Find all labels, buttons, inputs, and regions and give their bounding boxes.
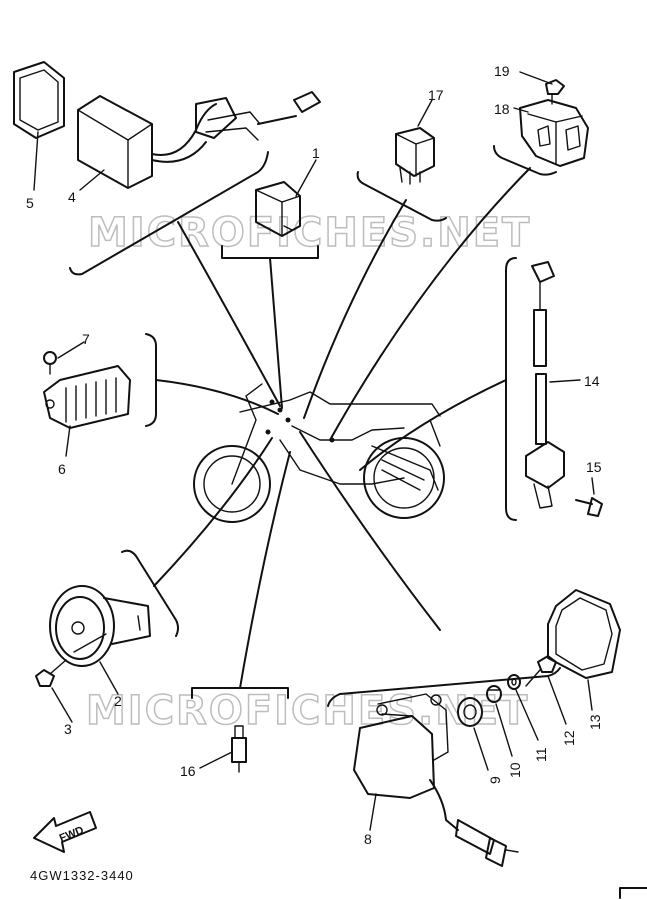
callout-10: 10: [507, 762, 523, 778]
callout-7: 7: [82, 331, 90, 347]
watermark-top: MICROFICHES.NET: [88, 210, 531, 256]
callout-11: 11: [533, 747, 549, 762]
callout-17: 17: [428, 87, 444, 103]
leader-lines: [153, 167, 531, 689]
callout-2: 2: [114, 693, 122, 709]
callout-18: 18: [494, 101, 510, 117]
part-18-starter-relay: [519, 99, 589, 167]
callout-numbers: 1 2 3 4 5 6 7 8 9 10 11 12 13 14 15 16 1…: [26, 63, 603, 847]
callout-leaders: [33, 71, 595, 831]
group-bracket-part-2: [121, 549, 179, 637]
callout-5: 5: [26, 195, 34, 211]
part-17-relay: [395, 127, 435, 185]
callout-1: 1: [312, 145, 320, 161]
callout-6: 6: [58, 461, 66, 477]
watermark-bottom: MICROFICHES.NET: [86, 688, 529, 734]
part-11-washer: [507, 674, 521, 690]
callout-8: 8: [364, 831, 372, 847]
motorcycle-outline: [193, 383, 445, 523]
callout-12: 12: [561, 730, 577, 746]
group-bracket-part-14: [505, 257, 517, 521]
part-1-relay: [255, 181, 301, 237]
part-8-starter-motor: [353, 693, 519, 867]
callout-19: 19: [494, 63, 510, 79]
part-2-horn: [49, 585, 151, 667]
part-15-screw: [575, 497, 603, 517]
callout-9: 9: [487, 776, 503, 784]
group-bracket-parts-8-13: [327, 667, 561, 707]
group-bracket-top-left: [69, 151, 269, 276]
callout-4: 4: [68, 189, 76, 205]
group-bracket-part-6: [145, 333, 157, 427]
part-6-rectifier: [43, 365, 131, 429]
callout-16: 16: [180, 763, 196, 779]
fwd-arrow: FWD: [33, 811, 97, 853]
part-14-switch: [525, 261, 565, 509]
callout-15: 15: [586, 459, 602, 475]
part-4-cdi-unit: [77, 91, 321, 189]
callout-3: 3: [64, 721, 72, 737]
group-bracket-part-18: [493, 145, 557, 176]
part-number: 4GW1332-3440: [30, 868, 134, 883]
part-16-sensor: [231, 725, 247, 773]
part-12-bolt: [525, 655, 557, 687]
part-9-cap: [457, 697, 483, 727]
part-13-cover: [547, 589, 621, 679]
corner-mark: [619, 887, 647, 899]
fwd-label: FWD: [58, 824, 86, 845]
part-3-bolt: [35, 659, 67, 687]
group-bracket-part-17: [356, 171, 447, 222]
callout-13: 13: [587, 714, 603, 730]
part-19-bolt: [545, 79, 565, 105]
part-7-screw: [43, 351, 57, 375]
part-5-cover: [13, 61, 65, 139]
callout-14: 14: [584, 373, 600, 389]
part-10-nut: [486, 685, 502, 703]
